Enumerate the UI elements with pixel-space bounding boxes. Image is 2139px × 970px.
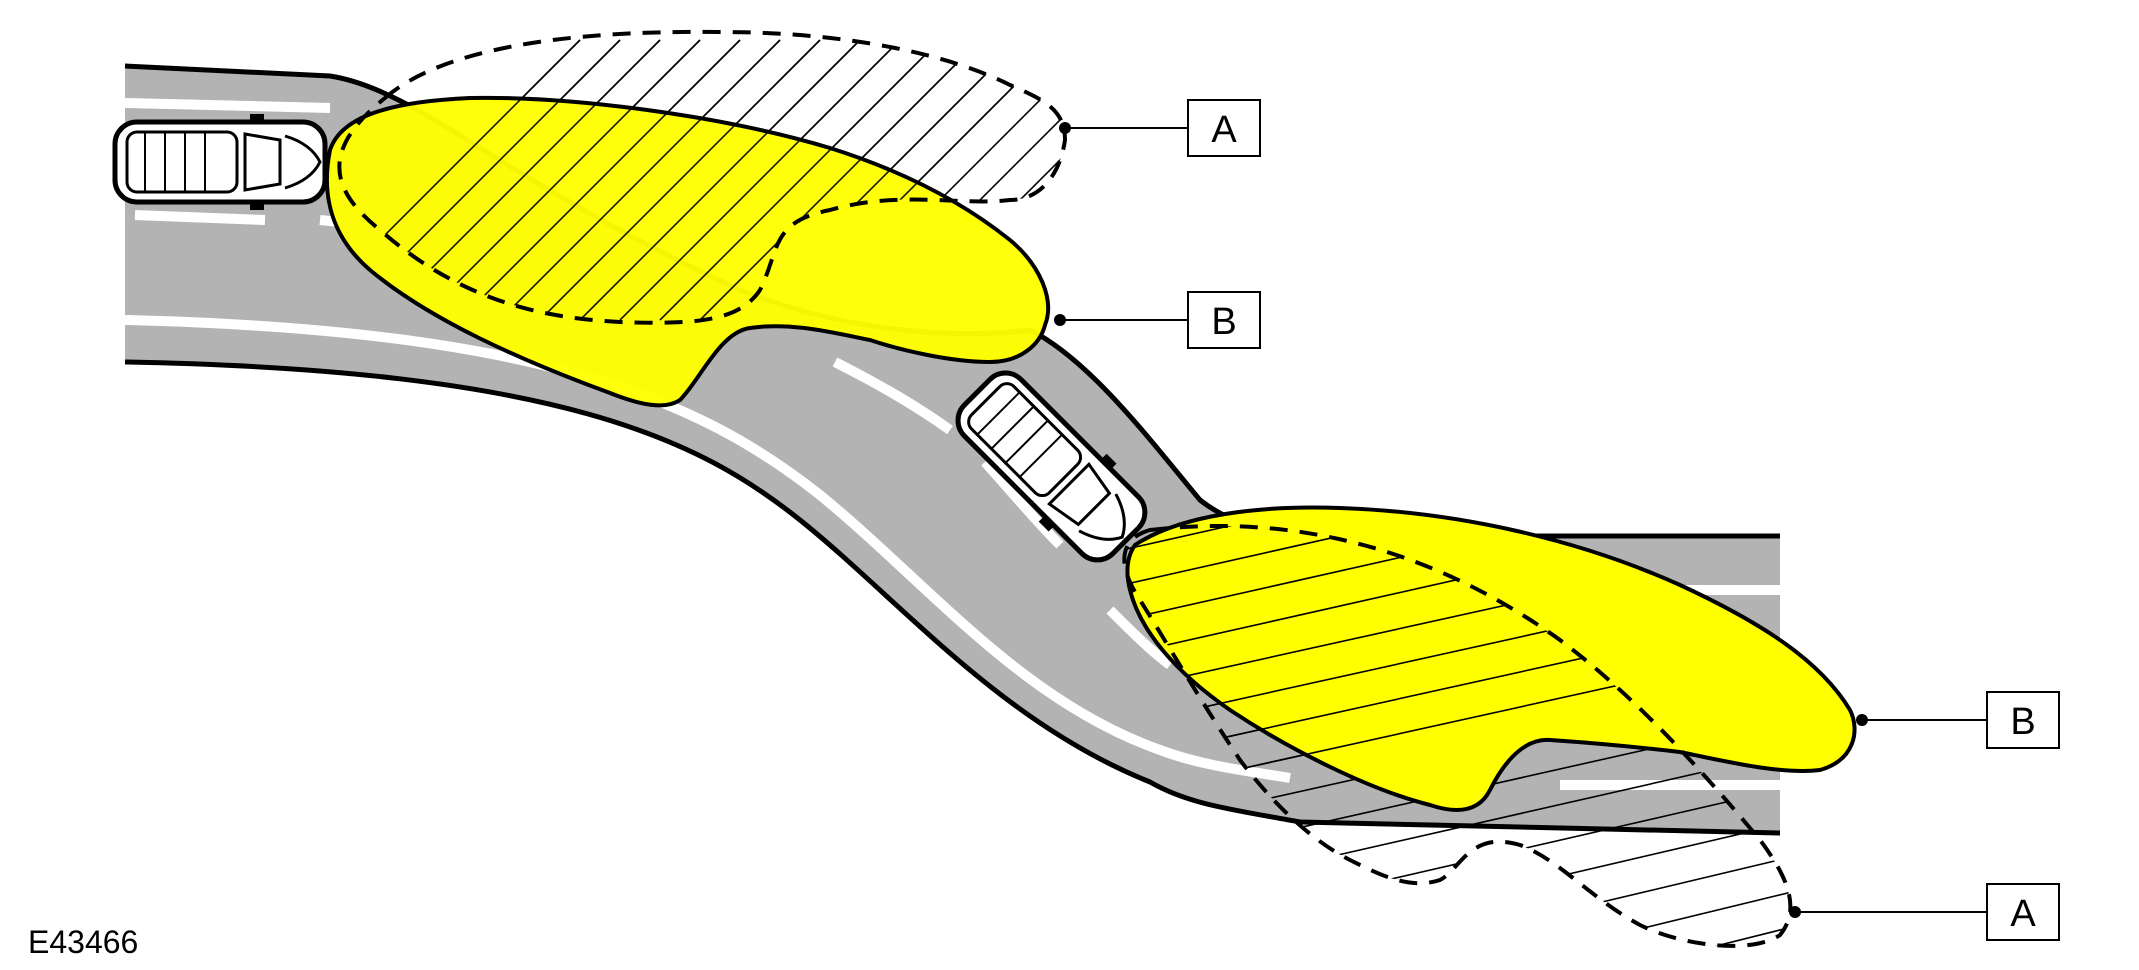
figure-id: E43466: [28, 924, 138, 960]
beam-a-upper-outline: [337, 29, 1068, 325]
lane-line-top-left: [124, 98, 331, 113]
road-edge-bottom: [124, 359, 1301, 825]
callout-upper-b: B: [1054, 291, 1261, 349]
callout-label: B: [1211, 301, 1236, 343]
callout-label: B: [2010, 701, 2035, 743]
lane-line-outer: [124, 315, 1291, 783]
beam-a-lower-outline: [1122, 523, 1793, 948]
lane-dash: [832, 357, 953, 435]
beam-b-lower: [1125, 505, 1857, 812]
callout-label: A: [1211, 109, 1237, 151]
vehicle-middle: [955, 370, 1148, 563]
callout-label: A: [2010, 893, 2036, 935]
right-road-stub-bottom: [1299, 819, 1781, 836]
callout-upper-a: A: [1059, 99, 1261, 157]
vehicle-left: [112, 114, 328, 210]
lane-dash: [134, 210, 266, 225]
lane-dash: [1106, 606, 1174, 669]
callout-lower-b: B: [1856, 691, 2060, 749]
callout-lower-a: A: [1789, 883, 2060, 941]
lane-dash: [981, 458, 1064, 549]
